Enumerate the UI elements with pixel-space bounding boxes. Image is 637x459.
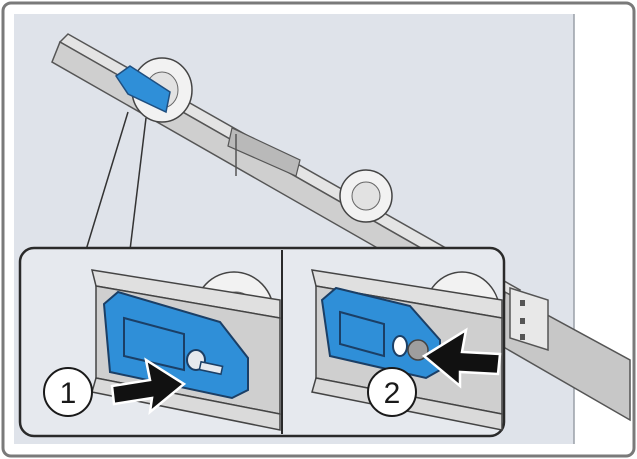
inset-1-clip-window	[123, 316, 185, 372]
step-1-badge	[43, 367, 93, 417]
bracket-hole-3	[520, 334, 525, 340]
arrow-left-icon	[421, 327, 502, 389]
roller-middle	[339, 169, 393, 223]
inset-2-clip-window	[339, 310, 385, 358]
inset-2-clip-pin	[392, 335, 408, 357]
bracket-hole-1	[520, 300, 525, 306]
callout-line-right	[129, 117, 147, 251]
step-2-number: 2	[384, 377, 401, 410]
bracket-hole-2	[520, 318, 525, 324]
step-2-badge	[367, 367, 417, 417]
inset-2-axle	[407, 339, 429, 361]
arrow-right-icon	[110, 357, 187, 416]
rail-joint	[227, 127, 301, 177]
main-rail-clip	[114, 65, 171, 114]
inset-step-2: 2	[310, 269, 503, 431]
step-1-number: 1	[60, 377, 77, 410]
inset-step-1: 1	[43, 269, 281, 431]
inset-1-clip-slot	[198, 360, 224, 376]
callout-line-left	[85, 111, 129, 251]
rail-bracket	[509, 286, 549, 352]
